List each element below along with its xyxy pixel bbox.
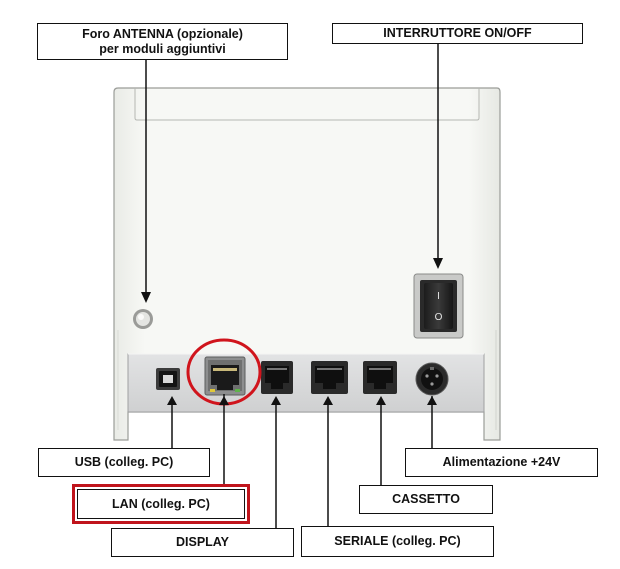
- leader-lines: [145, 44, 439, 528]
- callout-usb: USB (colleg. PC): [38, 448, 210, 477]
- callout-antenna-hole: Foro ANTENNA (opzionale) per moduli aggi…: [37, 23, 288, 60]
- callout-power-switch: INTERRUTTORE ON/OFF: [332, 23, 583, 44]
- power-supply-port: [415, 362, 449, 396]
- usb-label: USB (colleg. PC): [74, 455, 174, 469]
- arrowhead-power: [427, 396, 437, 405]
- power-switch-label: INTERRUTTORE ON/OFF: [383, 26, 532, 40]
- callout-power-supply: Alimentazione +24V: [405, 448, 598, 477]
- cash-drawer-label: CASSETTO: [392, 492, 460, 506]
- arrowhead-display: [271, 396, 281, 405]
- leader-arrowheads: [141, 258, 443, 405]
- usb-port: [156, 368, 180, 390]
- arrowhead-usb: [167, 396, 177, 405]
- serial-port: [311, 361, 348, 394]
- power-switch: I O: [413, 273, 464, 339]
- callout-serial: SERIALE (colleg. PC): [301, 526, 494, 557]
- switch-off-mark: O: [435, 312, 443, 323]
- antenna-hole: [133, 309, 153, 329]
- arrowhead-drawer: [376, 396, 386, 405]
- callout-cash-drawer: CASSETTO: [359, 485, 493, 514]
- display-port: [261, 361, 293, 394]
- lan-port: [204, 356, 246, 396]
- arrowhead-switch: [433, 258, 443, 269]
- power-supply-label: Alimentazione +24V: [442, 455, 561, 469]
- switch-on-mark: I: [437, 291, 440, 302]
- lan-label: LAN (colleg. PC): [112, 496, 210, 511]
- antenna-label-line1: Foro ANTENNA (opzionale): [82, 26, 243, 41]
- arrowhead-serial: [323, 396, 333, 405]
- callout-display: DISPLAY: [111, 528, 294, 557]
- cash-drawer-port: [363, 361, 397, 394]
- arrowhead-lan: [219, 396, 229, 405]
- display-label: DISPLAY: [175, 535, 230, 549]
- arrowhead-antenna: [141, 292, 151, 303]
- antenna-label-line2: per moduli aggiuntivi: [99, 41, 226, 56]
- callout-lan: LAN (colleg. PC): [72, 484, 250, 524]
- serial-label: SERIALE (colleg. PC): [334, 534, 461, 548]
